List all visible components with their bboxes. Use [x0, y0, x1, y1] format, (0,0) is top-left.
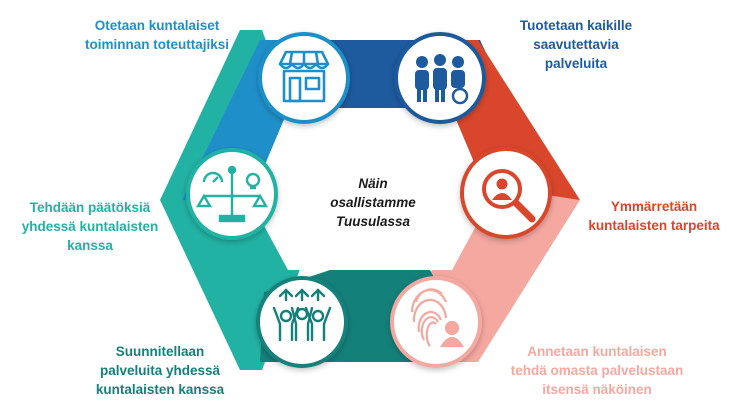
group-hands-up-icon [272, 288, 332, 342]
step-label-top-left: Otetaan kuntalaiset toiminnan toteuttaji… [84, 18, 229, 52]
magnifier-person-icon [482, 169, 536, 223]
inner-hexagon [250, 110, 490, 270]
step-icon-top-left [258, 32, 350, 124]
step-label-bottom-right: Annetaan kuntalaisen tehdä omasta palvel… [510, 344, 684, 397]
step-icon-bottom-left [256, 276, 348, 368]
step-label-top-right: Tuotetaan kaikille saavutettavia palvelu… [519, 18, 633, 71]
step-label-left: Tehdään päätöksiä yhdessä kuntalaisten k… [21, 200, 159, 253]
fingerprint-person-icon [410, 288, 464, 348]
step-icon-right [460, 147, 552, 239]
step-label-right: Ymmärretään kuntalaisten tarpeita [588, 199, 720, 233]
storefront-icon [278, 50, 330, 103]
center-title: Näin osallistamme Tuusulassa [330, 176, 416, 229]
accessible-people-icon [415, 54, 469, 105]
balance-scale-icon [195, 165, 269, 223]
step-label-bottom-left: Suunnitellaan palveluita yhdessä kuntala… [95, 344, 225, 397]
